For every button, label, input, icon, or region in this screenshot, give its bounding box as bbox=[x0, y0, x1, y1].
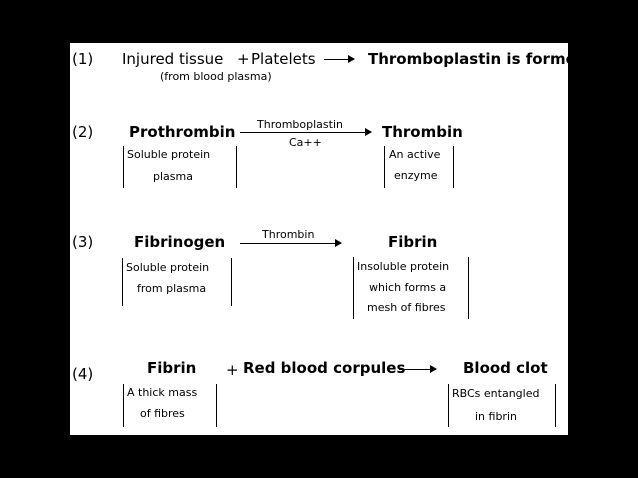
step-2-prothrombin: Prothrombin bbox=[129, 123, 236, 141]
step-3-fibrinogen: Fibrinogen bbox=[134, 233, 226, 251]
step-4-number: (4) bbox=[72, 365, 94, 383]
step-3-arrow bbox=[240, 239, 342, 247]
step-4-left-note-2: of fibres bbox=[140, 407, 185, 420]
step-2-right-note-2: enzyme bbox=[394, 169, 438, 182]
step-4-right-note-1: RBCs entangled bbox=[452, 387, 540, 400]
step-4-left-note-bracket bbox=[123, 384, 217, 427]
step-3-left-note-1: Soluble protein bbox=[126, 261, 210, 274]
step-4-blood-clot: Blood clot bbox=[463, 359, 548, 377]
step-1-plus: + bbox=[237, 50, 250, 68]
step-4-right-note-2: in fibrin bbox=[475, 410, 517, 423]
step-3-right-note-bracket bbox=[353, 257, 469, 319]
step-3-right-note-2: which forms a bbox=[369, 281, 447, 294]
step-3-left-note-bracket bbox=[122, 258, 232, 306]
step-4-right-note-bracket bbox=[448, 384, 556, 427]
step-2-number: (2) bbox=[72, 123, 94, 141]
step-1-platelets: Platelets bbox=[251, 50, 316, 68]
diagram-canvas: (1) Injured tissue + Platelets Thrombopl… bbox=[70, 43, 587, 435]
step-2-left-note-bracket bbox=[123, 146, 237, 188]
step-3-left-note-2: from plasma bbox=[137, 282, 207, 295]
step-2-right-note-1: An active bbox=[389, 148, 441, 161]
step-2-arrow-top-label: Thromboplastin bbox=[257, 118, 343, 131]
step-2-left-note-2: plasma bbox=[153, 170, 193, 183]
step-1-number: (1) bbox=[72, 50, 94, 68]
step-1-thromboplastin-formed: Thromboplastin is formed bbox=[368, 50, 587, 68]
step-1-injured-tissue: Injured tissue bbox=[122, 50, 224, 68]
step-4-plus: + bbox=[226, 361, 239, 379]
step-3-fibrin: Fibrin bbox=[388, 233, 438, 251]
step-4-red-blood-corpules: Red blood corpules bbox=[243, 359, 406, 377]
step-2-thrombin: Thrombin bbox=[382, 123, 463, 141]
step-4-fibrin: Fibrin bbox=[147, 359, 197, 377]
step-3-right-note-1: Insoluble protein bbox=[357, 260, 450, 273]
step-2-arrow-bottom-label: Ca++ bbox=[289, 136, 322, 149]
step-3-arrow-top-label: Thrombin bbox=[262, 228, 315, 241]
step-3-number: (3) bbox=[72, 233, 94, 251]
step-4-left-note-1: A thick mass bbox=[127, 386, 198, 399]
step-2-left-note-1: Soluble protein bbox=[127, 148, 211, 161]
step-4-arrow bbox=[399, 365, 437, 373]
step-1-arrow bbox=[324, 55, 355, 63]
step-1-note: (from blood plasma) bbox=[160, 70, 272, 83]
step-2-arrow bbox=[240, 128, 372, 136]
step-2-right-note-bracket bbox=[384, 146, 454, 188]
step-3-right-note-3: mesh of fibres bbox=[367, 301, 446, 314]
